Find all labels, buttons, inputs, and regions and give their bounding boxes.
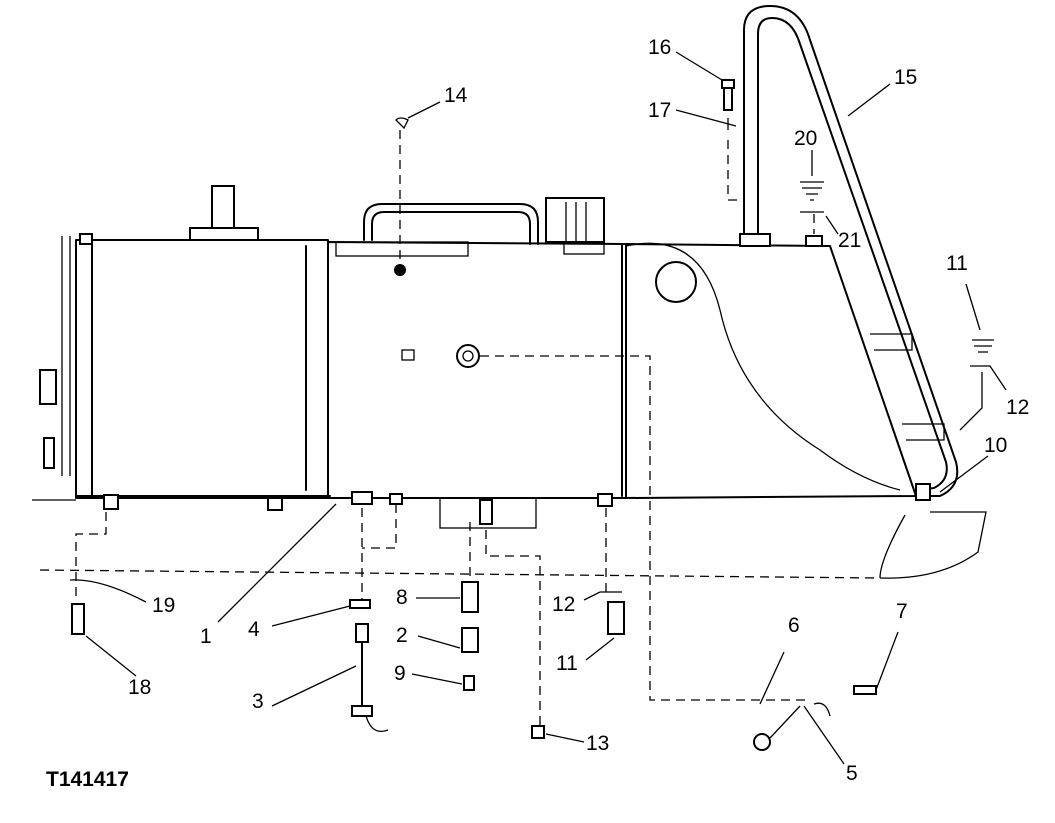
callout-20: 20 <box>794 127 817 150</box>
callout-10: 10 <box>984 434 1007 457</box>
callout-7: 7 <box>896 600 908 623</box>
fuel-tank <box>625 233 945 499</box>
callout-19: 19 <box>152 594 175 617</box>
callout-21: 21 <box>838 229 861 252</box>
callout-17: 17 <box>648 99 671 122</box>
callout-18: 18 <box>128 676 151 699</box>
callout-3: 3 <box>252 690 264 713</box>
callout-6: 6 <box>788 614 800 637</box>
callout-9: 9 <box>394 662 406 685</box>
battery-box <box>39 185 331 511</box>
hydraulic-tank <box>327 197 627 529</box>
handrail <box>743 5 959 501</box>
callout-4: 4 <box>248 618 260 641</box>
frame-outline <box>32 499 987 579</box>
callout-1: 1 <box>200 625 212 648</box>
callout-11-right: 11 <box>946 252 968 275</box>
leader-lines <box>69 51 1007 765</box>
callout-14: 14 <box>444 84 468 107</box>
callout-16: 16 <box>648 36 671 59</box>
figure-id: T141417 <box>46 768 129 791</box>
callout-11: 11 <box>556 652 578 675</box>
callout-12: 12 <box>552 593 575 616</box>
callout-5: 5 <box>846 762 858 785</box>
callout-2: 2 <box>396 624 408 647</box>
callout-labels: 1 2 3 4 5 6 7 8 9 10 11 11 12 12 13 14 1… <box>128 36 1029 785</box>
callout-12-right: 12 <box>1006 396 1029 419</box>
callout-13: 13 <box>586 732 609 755</box>
callout-8: 8 <box>396 586 408 609</box>
callout-15: 15 <box>894 66 917 89</box>
